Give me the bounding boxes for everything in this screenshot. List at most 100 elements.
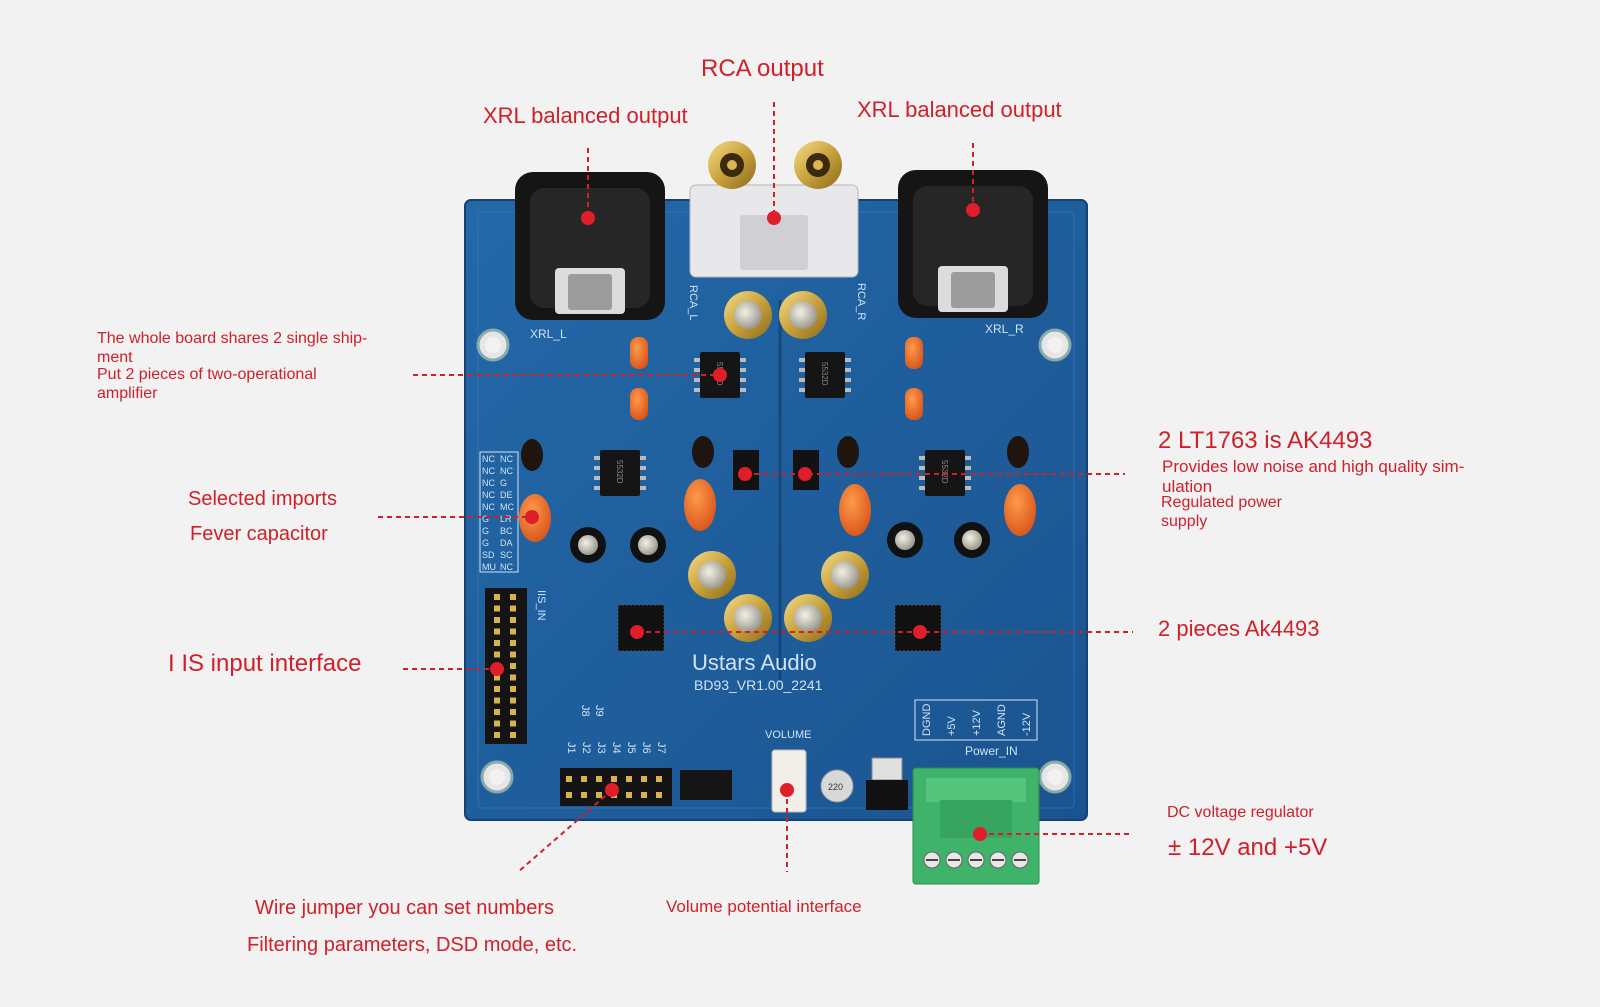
label-xrl-right: XRL balanced output xyxy=(857,97,1062,122)
header-pin xyxy=(596,776,602,782)
iis-table-cell: MC xyxy=(500,502,514,512)
jumper-label: J5 xyxy=(625,742,637,754)
silk-model: BD93_VR1.00_2241 xyxy=(694,677,823,693)
opamp-chip xyxy=(805,352,845,398)
header-pin xyxy=(596,792,602,798)
opamp-marking: 5532D xyxy=(615,460,624,484)
label-lt-title: 2 LT1763 is AK4493 xyxy=(1158,427,1373,454)
iis-table-cell: NC xyxy=(482,454,495,464)
header-pin xyxy=(510,663,516,669)
jumper-label: J8 xyxy=(579,705,591,717)
power-pin-label: +12V xyxy=(971,709,983,736)
jumper-label: J4 xyxy=(610,742,622,754)
header-pin xyxy=(510,617,516,623)
silk-power-in: Power_IN xyxy=(965,744,1018,758)
cap-marking: 220 xyxy=(828,782,843,792)
opamp-pin xyxy=(845,378,851,382)
iis-table-cell: NC xyxy=(500,562,513,572)
label-ak-pieces: 2 pieces Ak4493 xyxy=(1158,616,1320,641)
silkscreen: XRL_L XRL_R RCA_L RCA_R IIS_IN Ustars Au… xyxy=(530,283,1024,758)
film-capacitors xyxy=(519,337,1036,542)
label-dc-voltages: ± 12V and +5V xyxy=(1168,834,1328,861)
label-lt-4: supply xyxy=(1161,513,1208,530)
iis-table-cell: MU xyxy=(482,562,496,572)
label-jumper-1: Wire jumper you can set numbers xyxy=(255,897,555,919)
header-pin xyxy=(510,640,516,646)
label-lt-1: Provides low noise and high quality sim- xyxy=(1162,457,1465,476)
header-pin xyxy=(510,628,516,635)
silk-xrl-r: XRL_R xyxy=(985,322,1024,336)
volume-connector xyxy=(771,749,807,813)
opamp-pin xyxy=(740,378,746,382)
opamp-pin xyxy=(694,388,700,392)
label-opamp-3: Put 2 pieces of two-operational xyxy=(97,366,317,383)
header-pin xyxy=(494,686,500,692)
label-xrl-left: XRL balanced output xyxy=(483,103,688,128)
opamp-pin xyxy=(799,368,805,372)
opamp-pin xyxy=(799,358,805,362)
label-jumper-2: Filtering parameters, DSD mode, etc. xyxy=(247,934,578,956)
opamp-pin xyxy=(965,456,971,460)
jumper-label: J2 xyxy=(580,742,592,754)
iis-table-cell: NC xyxy=(482,478,495,488)
jumper-label: J3 xyxy=(595,742,607,754)
iis-table-cell: SD xyxy=(482,550,495,560)
header-pin xyxy=(494,709,500,715)
opamp-pin xyxy=(694,378,700,382)
regulator xyxy=(866,757,908,810)
header-pin xyxy=(494,732,500,738)
header-pin xyxy=(510,686,516,692)
header-pin xyxy=(494,674,500,681)
header-pin xyxy=(494,640,500,646)
opamp-pin xyxy=(845,368,851,372)
header-pin xyxy=(581,792,587,798)
silk-rca-l: RCA_L xyxy=(687,285,699,320)
opamp-pin xyxy=(965,466,971,470)
opamp-pin xyxy=(965,476,971,480)
power-pin-label: DGND xyxy=(921,704,933,736)
header-pin xyxy=(626,792,632,798)
header-pin xyxy=(656,792,662,798)
header-pin xyxy=(566,776,572,782)
header-pin xyxy=(641,776,647,782)
header-pin xyxy=(494,720,500,727)
opamp-pin xyxy=(594,486,600,490)
opamp-pin xyxy=(740,368,746,372)
opamp-pin xyxy=(594,466,600,470)
iis-table-cell: G xyxy=(482,526,489,536)
label-rca-output: RCA output xyxy=(701,55,824,82)
silk-brand: Ustars Audio xyxy=(692,650,817,675)
iis-table-cell: SC xyxy=(500,550,513,560)
opamp-pin xyxy=(740,358,746,362)
label-cap-2: Fever capacitor xyxy=(190,523,328,545)
opamp-marking: 5532D xyxy=(820,362,829,386)
power-pin-label: -12V xyxy=(1021,712,1033,736)
header-pin xyxy=(494,617,500,623)
smd-chip xyxy=(680,770,732,800)
label-opamp-4: amplifier xyxy=(97,385,158,402)
iis-table-cell: G xyxy=(482,514,489,524)
header-pin xyxy=(611,776,617,782)
jumper-label: J9 xyxy=(593,705,605,717)
opamp-pin xyxy=(594,476,600,480)
iis-table-cell: NC xyxy=(482,490,495,500)
opamp-pin xyxy=(640,466,646,470)
label-lt-2: ulation xyxy=(1162,477,1213,496)
power-pin-label: AGND xyxy=(996,704,1008,736)
opamp-chip xyxy=(600,450,640,496)
label-dc-regulator: DC voltage regulator xyxy=(1167,804,1314,821)
iis-table-cell: LR xyxy=(500,514,512,524)
xlr-connector-right xyxy=(898,170,1048,318)
label-cap-1: Selected imports xyxy=(188,488,337,510)
opamp-marking: 5532D xyxy=(940,460,949,484)
opamp-pin xyxy=(640,476,646,480)
jumper-label: J1 xyxy=(565,742,577,754)
label-lt-3: Regulated power xyxy=(1161,494,1282,511)
jumper-label: J6 xyxy=(640,742,652,754)
header-pin xyxy=(626,776,632,782)
label-iis-input: I IS input interface xyxy=(168,650,362,677)
opamp-pin xyxy=(919,466,925,470)
power-terminal-block xyxy=(912,767,1040,885)
header-pin xyxy=(510,732,516,738)
jumper-label: J7 xyxy=(655,742,667,754)
